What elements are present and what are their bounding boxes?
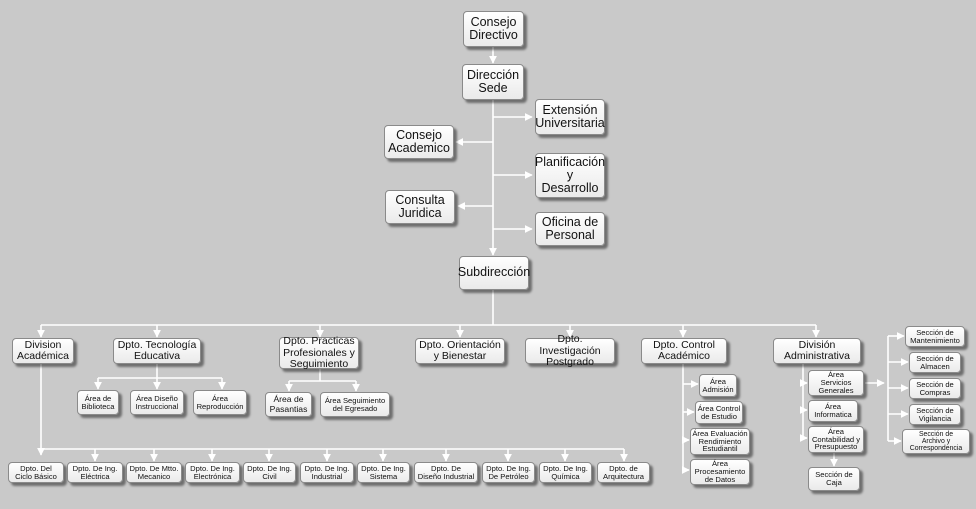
node-area-procesamiento: Área Procesamiento de Datos [690, 459, 750, 485]
node-dpto-ing-petroleo: Dpto. De Ing. De Petróleo [482, 462, 535, 483]
node-area-control-estudio: Área Control de Estudio [695, 401, 743, 424]
node-dpto-tecnologia-educativa: Dpto. Tecnología Educativa [113, 338, 201, 364]
node-consejo-academico: Consejo Academico [384, 125, 454, 159]
node-area-reproduccion: Área Reproducción [193, 390, 247, 415]
node-seccion-vigilancia: Sección de Vigilancia [909, 404, 961, 425]
node-dpto-orientacion: Dpto. Orientación y Bienestar [415, 338, 505, 364]
node-dpto-practicas: Dpto. Practicas Profesionales y Seguimie… [279, 336, 359, 369]
node-seccion-caja: Sección de Caja [808, 467, 860, 491]
node-area-admision: Área Admisión [699, 374, 737, 397]
node-seccion-mantenimiento: Sección de Mantenimiento [905, 326, 965, 347]
node-consejo-directivo: Consejo Directivo [463, 11, 524, 47]
node-dpto-control-academico: Dpto. Control Académico [641, 338, 727, 364]
node-dpto-ing-industrial: Dpto. De Ing. Industrial [300, 462, 354, 483]
node-area-informatica: Área Informatica [808, 400, 858, 422]
node-seccion-almacen: Sección de Almacen [909, 352, 961, 373]
node-area-contabilidad: Área Contabilidad y Presupuesto [808, 426, 864, 453]
node-planificacion-desarrollo: Planificación y Desarrollo [535, 153, 605, 198]
node-dpto-ing-sistema: Dpto. De Ing. Sistema [357, 462, 410, 483]
node-extension-universitaria: Extensión Universitaria [535, 99, 605, 135]
node-area-biblioteca: Área de Biblioteca [77, 390, 119, 415]
node-dpto-diseno-industrial: Dpto. De Diseño Industrial [414, 462, 478, 483]
node-consulta-juridica: Consulta Juridica [385, 190, 455, 224]
node-area-pasantias: Área de Pasantias [265, 392, 312, 417]
node-division-administrativa: División Administrativa [773, 338, 861, 364]
node-area-servicios-generales: Área Servicios Generales [808, 370, 864, 396]
node-division-academica: Division Académica [12, 338, 74, 364]
node-seccion-compras: Sección de Compras [909, 378, 961, 399]
node-dpto-ing-civil: Dpto. De Ing. Civil [243, 462, 296, 483]
node-dpto-ing-electronica: Dpto. De Ing. Electrónica [185, 462, 240, 483]
node-dpto-arquitectura: Dpto. de Arquitectura [597, 462, 650, 483]
node-direccion-sede: Dirección Sede [462, 64, 524, 100]
node-dpto-investigacion: Dpto. Investigación Postgrado [525, 334, 615, 367]
node-dpto-mtto-mecanico: Dpto. De Mtto. Mecanico [126, 462, 182, 483]
node-area-evaluacion: Área Evaluación Rendimiento Estudiantil [690, 428, 750, 455]
node-seccion-archivo: Sección de Archivo y Correspondencia [902, 429, 970, 454]
node-dpto-ing-quimica: Dpto. De Ing. Química [539, 462, 592, 483]
node-dpto-ciclo-basico: Dpto. Del Ciclo Básico [8, 462, 64, 483]
node-oficina-personal: Oficina de Personal [535, 212, 605, 246]
node-subdireccion: Subdirección [458, 256, 530, 290]
node-dpto-ing-electrica: Dpto. De Ing. Eléctrica [67, 462, 123, 483]
node-area-seguimiento-egresado: Área Seguimiento del Egresado [320, 392, 390, 417]
node-area-diseno-instruccional: Área Diseño Instruccional [130, 390, 184, 415]
